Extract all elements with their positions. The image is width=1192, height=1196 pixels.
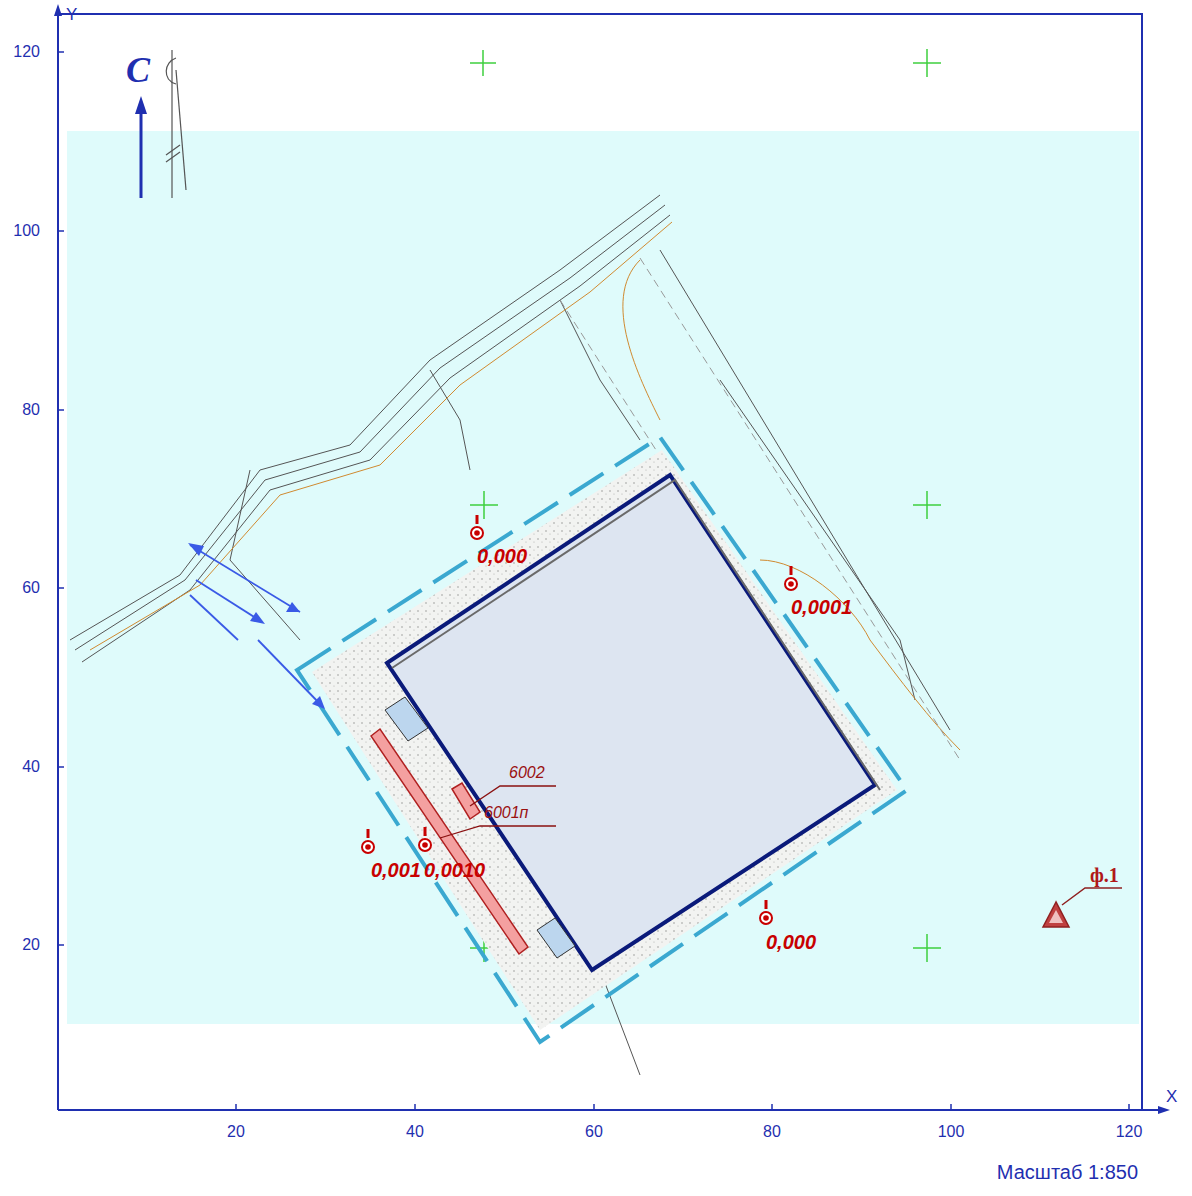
receptor-point [362, 515, 797, 924]
view-label: ф.1 [1090, 865, 1119, 885]
x-axis [58, 1109, 1165, 1111]
north-arrow [140, 110, 143, 198]
survey-lines [70, 195, 950, 1075]
leader-line [1062, 888, 1122, 905]
tick-label: 60 [22, 580, 40, 596]
leader-line [440, 786, 556, 838]
tick-label: 80 [763, 1124, 781, 1140]
concentration-value: 0,000 [477, 546, 527, 566]
tick-label: 40 [406, 1124, 424, 1140]
map-ground [67, 131, 1139, 1024]
emission-source [452, 783, 480, 819]
axis-name: Y [66, 6, 77, 23]
concentration-value: 0,000 [766, 932, 816, 952]
tick-label: 40 [22, 759, 40, 775]
tick-label: 80 [22, 402, 40, 418]
axis-arrow [1158, 1106, 1170, 1114]
view-marker [1049, 910, 1063, 923]
tick-label: 120 [1116, 1124, 1143, 1140]
paved-area [312, 450, 897, 1030]
axis-name: X [1166, 1088, 1177, 1105]
tick-label: 120 [13, 44, 40, 60]
traffic-arrows [188, 543, 325, 709]
axis-ticks [58, 52, 1129, 1110]
view-marker [1043, 902, 1069, 927]
concentration-value: 0,0001 [791, 597, 852, 617]
traffic-arrows [190, 545, 322, 706]
scale-note: Масштаб 1:850 [997, 1162, 1138, 1182]
tick-label: 100 [938, 1124, 965, 1140]
tick-label: 100 [13, 223, 40, 239]
entrance-pad [385, 697, 575, 958]
building-wall [392, 480, 880, 790]
tick-label: 20 [227, 1124, 245, 1140]
emission-source [371, 729, 528, 954]
concentration-value: 0,001 [371, 860, 421, 880]
source-number: 6001п [484, 805, 528, 821]
tick-label: 20 [22, 937, 40, 953]
frame [58, 14, 1142, 1110]
north-sign-sketch [166, 50, 186, 198]
source-number: 6002 [509, 765, 545, 781]
site-boundary [297, 437, 907, 1042]
concentration-value: 0,0010 [424, 860, 485, 880]
north-arrow [135, 96, 147, 114]
axis-arrow [54, 4, 62, 16]
north-letter: С [126, 52, 150, 88]
building [387, 475, 875, 970]
tick-label: 60 [585, 1124, 603, 1140]
